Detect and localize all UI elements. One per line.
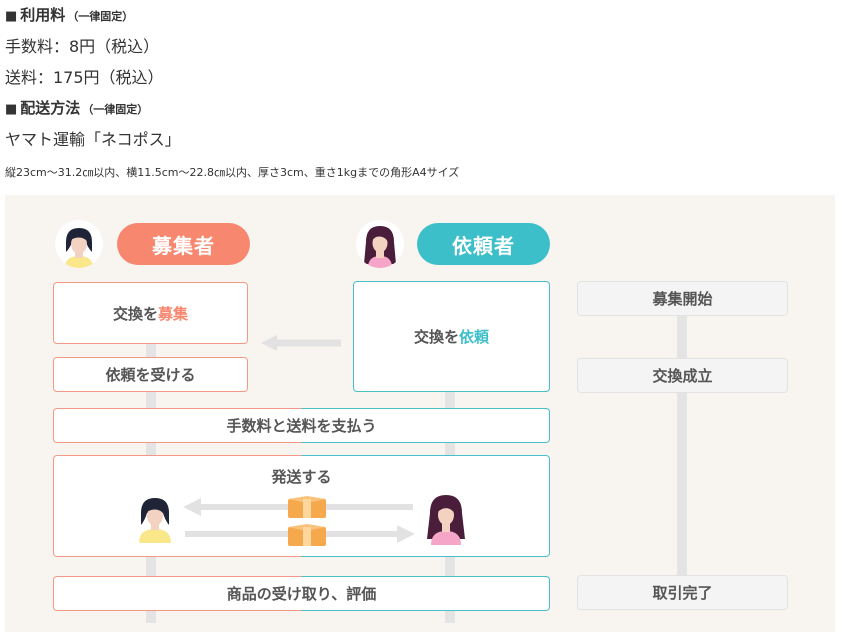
status-transaction-complete: 取引完了 <box>577 575 788 610</box>
fee-heading: ■利用料（一律固定） <box>5 4 133 25</box>
recruit-highlight: 募集 <box>158 304 189 323</box>
receive-request-box: 依頼を受ける <box>53 357 248 392</box>
package-icon <box>288 496 326 518</box>
package-icon <box>288 524 326 546</box>
recruiter-small-avatar <box>139 498 171 543</box>
shipping-heading: ■配送方法（一律固定） <box>5 97 148 118</box>
exchange-flow-diagram: 募集者 依頼者 交換を募集 交換を依頼 依頼を受ける 手数料と送料を支払う 発送… <box>5 195 835 632</box>
fee-fixed-note: （一律固定） <box>67 10 134 23</box>
recruit-exchange-text: 交換を <box>112 304 158 323</box>
status-rail <box>677 313 687 591</box>
fee-title: 利用料 <box>20 6 66 24</box>
requester-small-avatar <box>427 495 465 545</box>
square-bullet: ■ <box>5 102 18 117</box>
recruiter-label: 募集者 <box>117 223 250 265</box>
request-exchange-box: 交換を依頼 <box>353 281 550 392</box>
shipping-title: 配送方法 <box>20 99 81 117</box>
status-exchange-established: 交換成立 <box>577 358 788 393</box>
receive-review-box: 商品の受け取り、評価 <box>53 576 550 611</box>
pay-fees-box: 手数料と送料を支払う <box>53 408 550 443</box>
shipping-fixed-note: （一律固定） <box>82 103 149 116</box>
recruit-exchange-box: 交換を募集 <box>53 282 248 344</box>
handling-fee: 手数料：8円（税込） <box>5 37 160 56</box>
requester-label: 依頼者 <box>417 223 550 265</box>
requester-avatar <box>356 220 404 268</box>
request-exchange-text: 交換を <box>413 328 459 346</box>
size-note: 縦23cm～31.2㎝以内、横11.5cm～22.8㎝以内、厚さ3cm、重さ1k… <box>5 166 460 179</box>
shipping-method: ヤマト運輸「ネコポス」 <box>5 130 181 149</box>
recruiter-avatar <box>55 220 103 268</box>
status-recruit-start: 募集開始 <box>577 281 788 316</box>
shipping-fee: 送料：175円（税込） <box>5 68 164 87</box>
left-arrow-icon <box>261 335 341 351</box>
request-highlight: 依頼 <box>459 328 490 346</box>
ship-label: 発送する <box>271 468 332 486</box>
square-bullet: ■ <box>5 9 18 24</box>
